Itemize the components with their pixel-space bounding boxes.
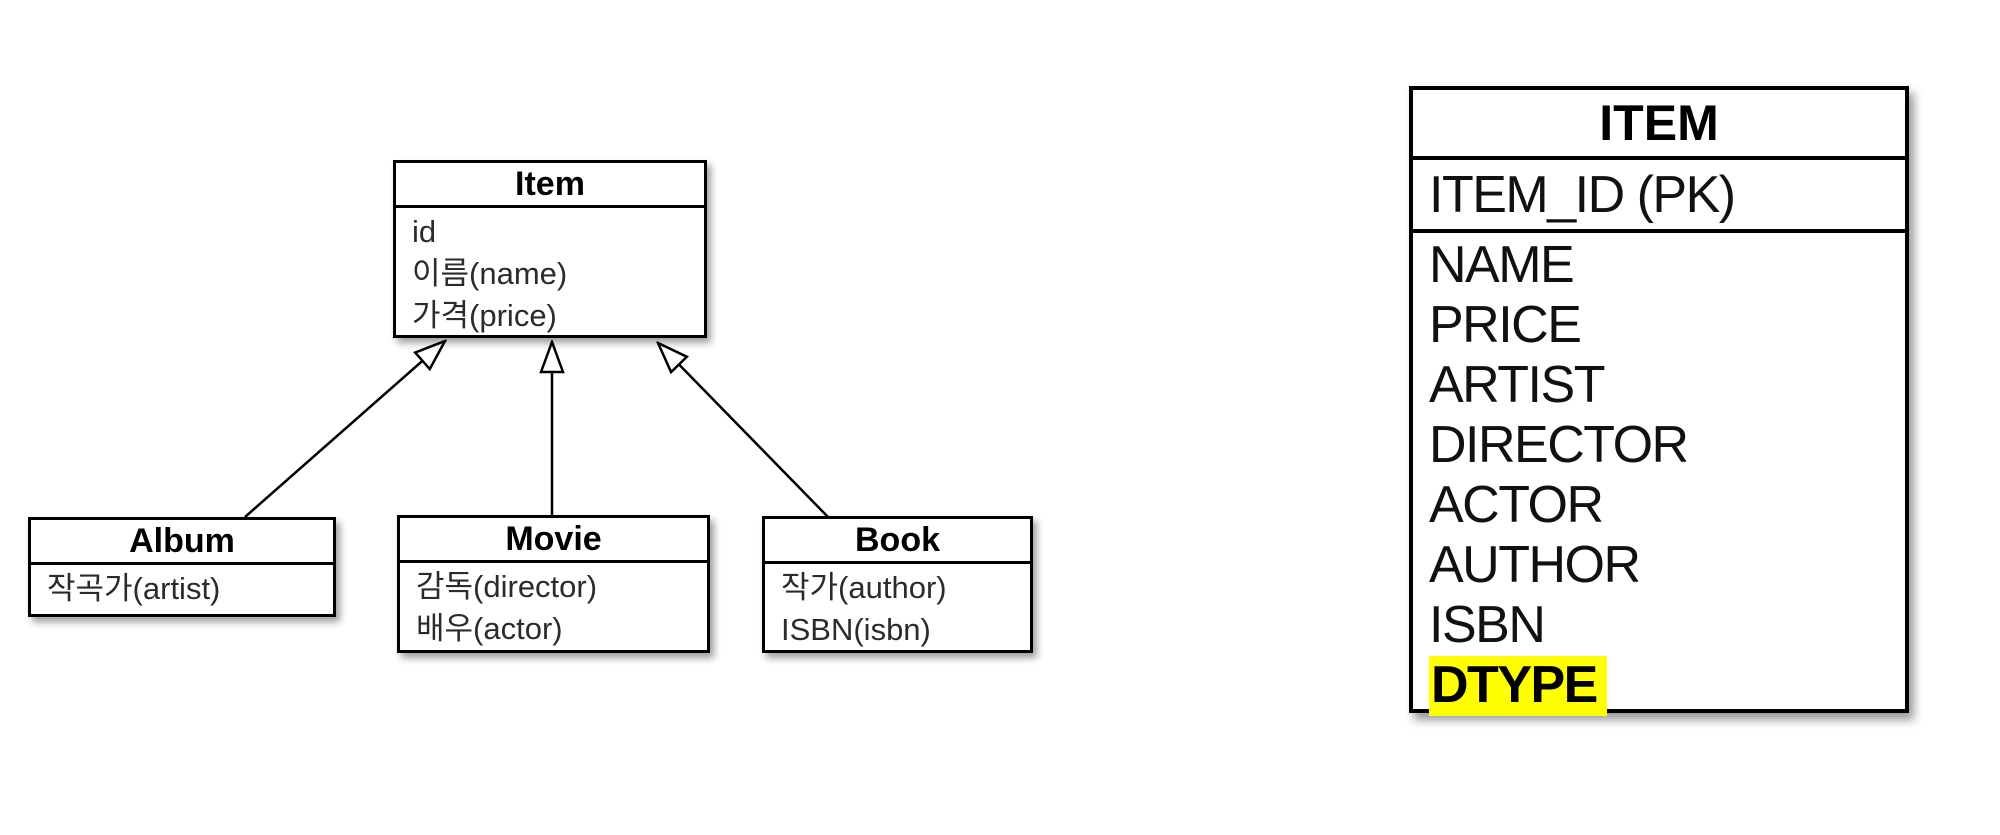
uml-field: 이름(name) bbox=[412, 256, 568, 291]
uml-field: 작곡가(artist) bbox=[47, 571, 221, 606]
uml-class-movie: Movie 감독(director) 배우(actor) bbox=[397, 515, 710, 653]
entity-table-item: ITEM ITEM_ID (PK) NAME PRICE ARTIST DIRE… bbox=[1409, 86, 1909, 716]
uml-class-field-list: 작곡가(artist) bbox=[31, 565, 333, 610]
uml-class-album: Album 작곡가(artist) bbox=[28, 517, 336, 617]
inheritance-arrow-book-to-item bbox=[658, 343, 829, 518]
uml-class-title: Album bbox=[31, 520, 333, 565]
uml-field: 감독(director) bbox=[416, 569, 598, 604]
table-column: ISBN bbox=[1429, 596, 1546, 654]
uml-field: 작가(author) bbox=[781, 570, 947, 605]
uml-class-title: Item bbox=[396, 163, 704, 208]
uml-class-field-list: 감독(director) 배우(actor) bbox=[400, 563, 707, 650]
inheritance-arrow-album-to-item bbox=[244, 341, 445, 518]
table-title: ITEM bbox=[1413, 90, 1905, 160]
uml-field: 배우(actor) bbox=[416, 611, 563, 646]
table-column-list: NAME PRICE ARTIST DIRECTOR ACTOR AUTHOR … bbox=[1413, 233, 1905, 716]
uml-field: ISBN(isbn) bbox=[781, 612, 931, 647]
table-column-dtype: DTYPE bbox=[1429, 655, 1905, 716]
uml-class-field-list: id 이름(name) 가격(price) bbox=[396, 208, 704, 337]
table-column: ARTIST bbox=[1429, 356, 1605, 414]
table-column: AUTHOR bbox=[1429, 536, 1641, 594]
table-column: DIRECTOR bbox=[1429, 416, 1689, 474]
uml-class-item: Item id 이름(name) 가격(price) bbox=[393, 160, 707, 338]
uml-field: id bbox=[412, 214, 437, 249]
table-primary-key-column: ITEM_ID (PK) bbox=[1413, 160, 1905, 233]
uml-class-book: Book 작가(author) ISBN(isbn) bbox=[762, 516, 1033, 653]
table-column: PRICE bbox=[1429, 296, 1582, 354]
uml-class-field-list: 작가(author) ISBN(isbn) bbox=[765, 564, 1030, 651]
table-column: ACTOR bbox=[1429, 476, 1604, 534]
uml-field: 가격(price) bbox=[412, 298, 557, 333]
uml-class-title: Movie bbox=[400, 518, 707, 563]
uml-class-title: Book bbox=[765, 519, 1030, 564]
table-column: NAME bbox=[1429, 236, 1575, 294]
dtype-highlight: DTYPE bbox=[1429, 656, 1607, 716]
